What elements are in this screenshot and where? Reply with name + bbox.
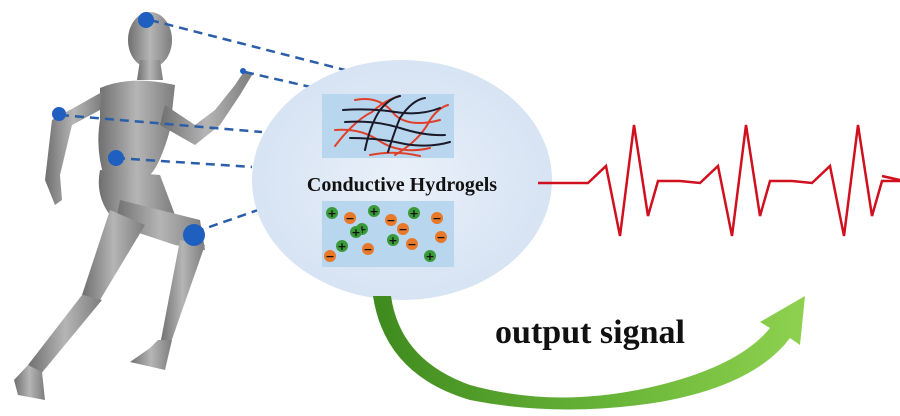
minus-sign: − xyxy=(386,214,395,227)
sensor-connectors xyxy=(59,18,346,234)
plus-sign: + xyxy=(388,234,397,247)
sensor-dot-knee xyxy=(183,224,205,246)
plus-sign: + xyxy=(369,205,378,218)
fiber-black xyxy=(349,137,451,147)
fiber-black xyxy=(344,120,446,137)
output-signal-waveform xyxy=(568,124,900,237)
plus-sign: + xyxy=(425,250,434,263)
figure-back-arm xyxy=(45,92,102,205)
sensor-dot-head xyxy=(138,12,154,28)
human-figure xyxy=(14,12,252,400)
sensor-dot-waist xyxy=(108,150,124,166)
connector-elbow xyxy=(59,113,263,134)
minus-sign: − xyxy=(432,212,441,225)
arrow-body xyxy=(373,296,805,410)
positive-ion: + xyxy=(424,250,436,263)
conductive-hydrogels-label: Conductive Hydrogels xyxy=(307,174,497,196)
positive-ion: + xyxy=(326,207,338,220)
plus-sign: + xyxy=(351,226,360,239)
positive-ion: + xyxy=(336,240,348,253)
plus-sign: + xyxy=(409,207,418,220)
figure-front-shin xyxy=(160,240,205,345)
figure-front-thigh xyxy=(115,200,205,250)
fiber-red xyxy=(369,151,421,157)
ion-panel: ++++++++−−−−−−−− xyxy=(322,201,454,267)
positive-ion: + xyxy=(408,207,420,220)
negative-ion: − xyxy=(397,223,409,236)
minus-sign: − xyxy=(436,231,445,244)
figure-back-foot xyxy=(14,365,45,400)
figure-back-shin xyxy=(28,295,102,375)
figure-front-arm xyxy=(160,70,252,145)
plus-sign: + xyxy=(337,240,346,253)
positive-ion: + xyxy=(387,234,399,247)
negative-ion: − xyxy=(362,243,374,256)
plus-sign: + xyxy=(357,223,366,236)
negative-ion: − xyxy=(324,250,336,263)
negative-ion: − xyxy=(431,212,443,225)
sensor-dot-elbow xyxy=(52,107,66,121)
sensor-points xyxy=(52,12,246,246)
minus-sign: − xyxy=(398,223,407,236)
network-panel-bg xyxy=(322,94,454,158)
output-arrow xyxy=(373,296,805,410)
minus-sign: − xyxy=(325,250,334,263)
negative-ion: − xyxy=(385,214,397,227)
connector-head xyxy=(149,18,346,72)
negative-ion: − xyxy=(406,238,418,251)
fiber-black xyxy=(342,107,441,115)
minus-sign: − xyxy=(407,238,416,251)
plus-sign: + xyxy=(327,207,336,220)
connector-knee xyxy=(194,208,259,234)
positive-ion: + xyxy=(350,226,362,239)
positive-ion: + xyxy=(368,205,380,218)
figure-head xyxy=(128,12,172,68)
negative-ion: − xyxy=(435,231,447,244)
output-signal-label: output signal xyxy=(495,314,685,351)
polymer-network-panel xyxy=(322,94,454,158)
minus-sign: − xyxy=(363,243,372,256)
minus-sign: − xyxy=(345,212,354,225)
connector-waist xyxy=(115,156,253,169)
fiber-black xyxy=(387,97,426,153)
sensor-dot-hand xyxy=(240,68,246,74)
connector-hand xyxy=(244,70,316,90)
fiber-black xyxy=(364,95,401,151)
figure-neck xyxy=(137,60,163,80)
figure-front-foot xyxy=(130,340,172,370)
fiber-red xyxy=(394,104,449,156)
figure-torso xyxy=(98,80,175,180)
figure-back-thigh xyxy=(82,210,145,300)
negative-ion: − xyxy=(344,212,356,225)
fiber-red xyxy=(354,98,441,125)
